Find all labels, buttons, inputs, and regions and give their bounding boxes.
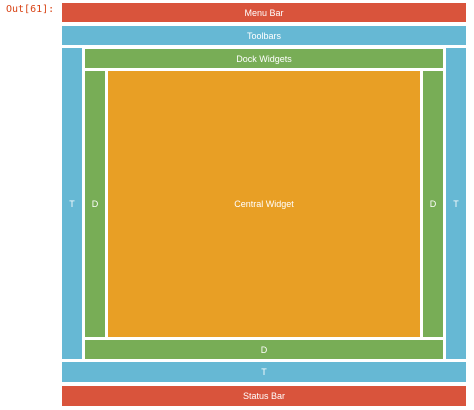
dock-widgets-top-label: Dock Widgets (236, 53, 292, 64)
dock-bottom-region: D (85, 340, 443, 359)
status-bar-label: Status Bar (242, 391, 286, 401)
dock-right-region: D (423, 71, 443, 337)
status-bar-region: Status Bar (62, 386, 466, 406)
toolbar-right-region: T (446, 48, 466, 359)
toolbar-right-label: T (453, 198, 459, 209)
dock-left-label: D (91, 199, 99, 209)
dock-left-region: D (85, 71, 105, 337)
dock-right-label: D (429, 199, 437, 209)
toolbars-top-region: Toolbars (62, 26, 466, 45)
menu-bar-label: Menu Bar (244, 7, 284, 18)
toolbar-bottom-label: T (261, 367, 267, 377)
toolbar-left-region: T (62, 48, 82, 359)
menu-bar-region: Menu Bar (62, 3, 466, 22)
output-prompt: Out[61]: (6, 4, 55, 15)
toolbar-bottom-region: T (62, 362, 466, 382)
central-widget-region: Central Widget (108, 71, 420, 337)
toolbar-left-label: T (69, 198, 75, 209)
toolbars-top-label: Toolbars (246, 30, 282, 41)
dock-bottom-label: D (260, 344, 268, 355)
central-widget-label: Central Widget (234, 199, 294, 209)
dock-widgets-top-region: Dock Widgets (85, 49, 443, 68)
